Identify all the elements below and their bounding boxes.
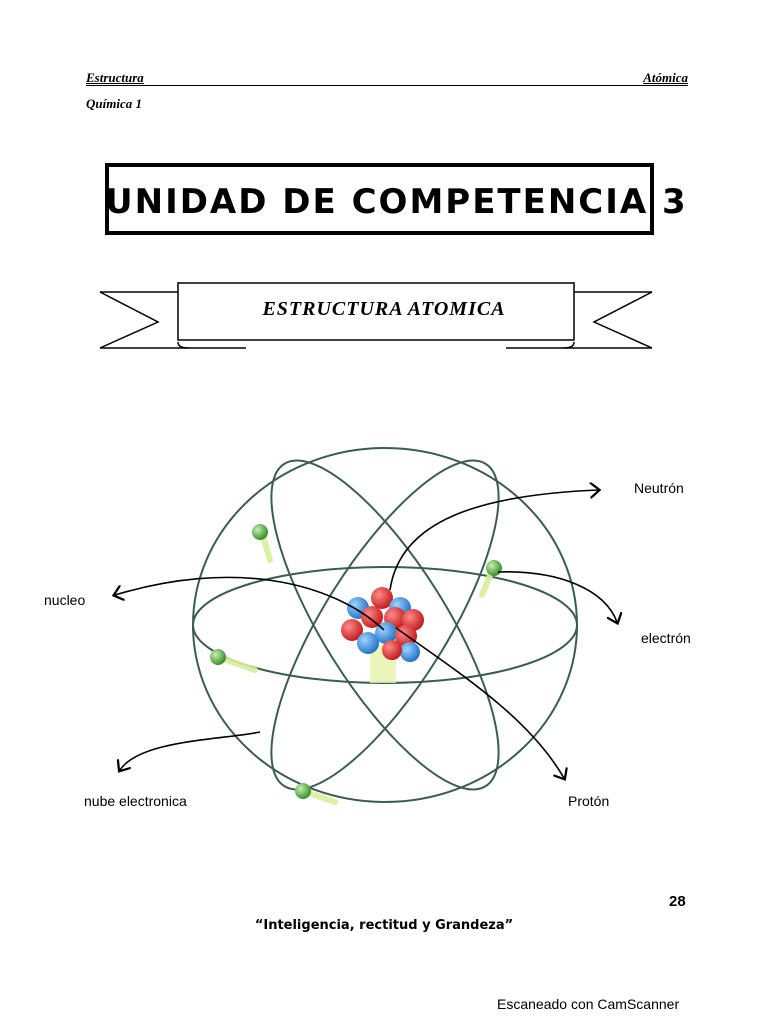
scanner-credit: Escaneado con CamScanner (497, 996, 680, 1012)
atom-diagram (0, 447, 768, 805)
label-electron-cloud: nube electronica (84, 793, 187, 809)
electron-4 (295, 783, 311, 799)
electron-arrow (497, 571, 617, 622)
proton-arrow (395, 627, 564, 778)
neutron-arrow (389, 490, 598, 591)
header-rule (86, 85, 688, 86)
electron-1 (252, 524, 268, 540)
pointer-arrows (115, 490, 617, 778)
label-electron: electrón (641, 630, 691, 646)
motto: “Inteligencia, rectitud y Grandeza” (254, 918, 514, 933)
electron-2 (486, 560, 502, 576)
nucleus-arrow (115, 576, 385, 631)
header-subtitle: Química 1 (86, 96, 142, 111)
banner-title: ESTRUCTURA ATOMICA (262, 298, 506, 320)
electron-3 (210, 649, 226, 665)
page-number: 28 (669, 893, 686, 910)
unit-title: UNIDAD DE COMPETENCIA 3 (105, 182, 688, 222)
label-neutron: Neutrón (634, 480, 684, 496)
label-nucleus: nucleo (44, 592, 86, 608)
unit-title-box (105, 163, 654, 235)
label-proton: Protón (568, 793, 610, 809)
electron-cloud-arrow (120, 731, 261, 770)
header-right-title: Atómica (643, 70, 688, 85)
nucleus (341, 587, 424, 683)
header-left-title: Estructura (86, 70, 144, 85)
banner-ribbon (99, 282, 653, 349)
orbit-tilted-1 (270, 459, 500, 791)
